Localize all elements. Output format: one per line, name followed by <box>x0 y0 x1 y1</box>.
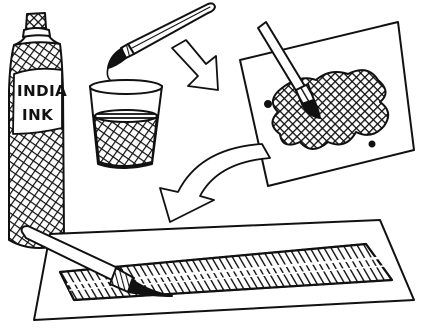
arrow-right <box>172 40 218 90</box>
ink-bottle: INDIA INK <box>9 13 67 248</box>
arrow-down-left <box>160 144 270 222</box>
bottle-cap <box>26 13 46 29</box>
bottle-label-line1: INDIA <box>17 82 67 100</box>
brush-bristles <box>108 49 126 68</box>
bottle-label-line2: INK <box>22 106 54 124</box>
test-paper <box>240 22 414 186</box>
bottle-label <box>13 69 62 134</box>
hatching-paper <box>22 220 414 320</box>
